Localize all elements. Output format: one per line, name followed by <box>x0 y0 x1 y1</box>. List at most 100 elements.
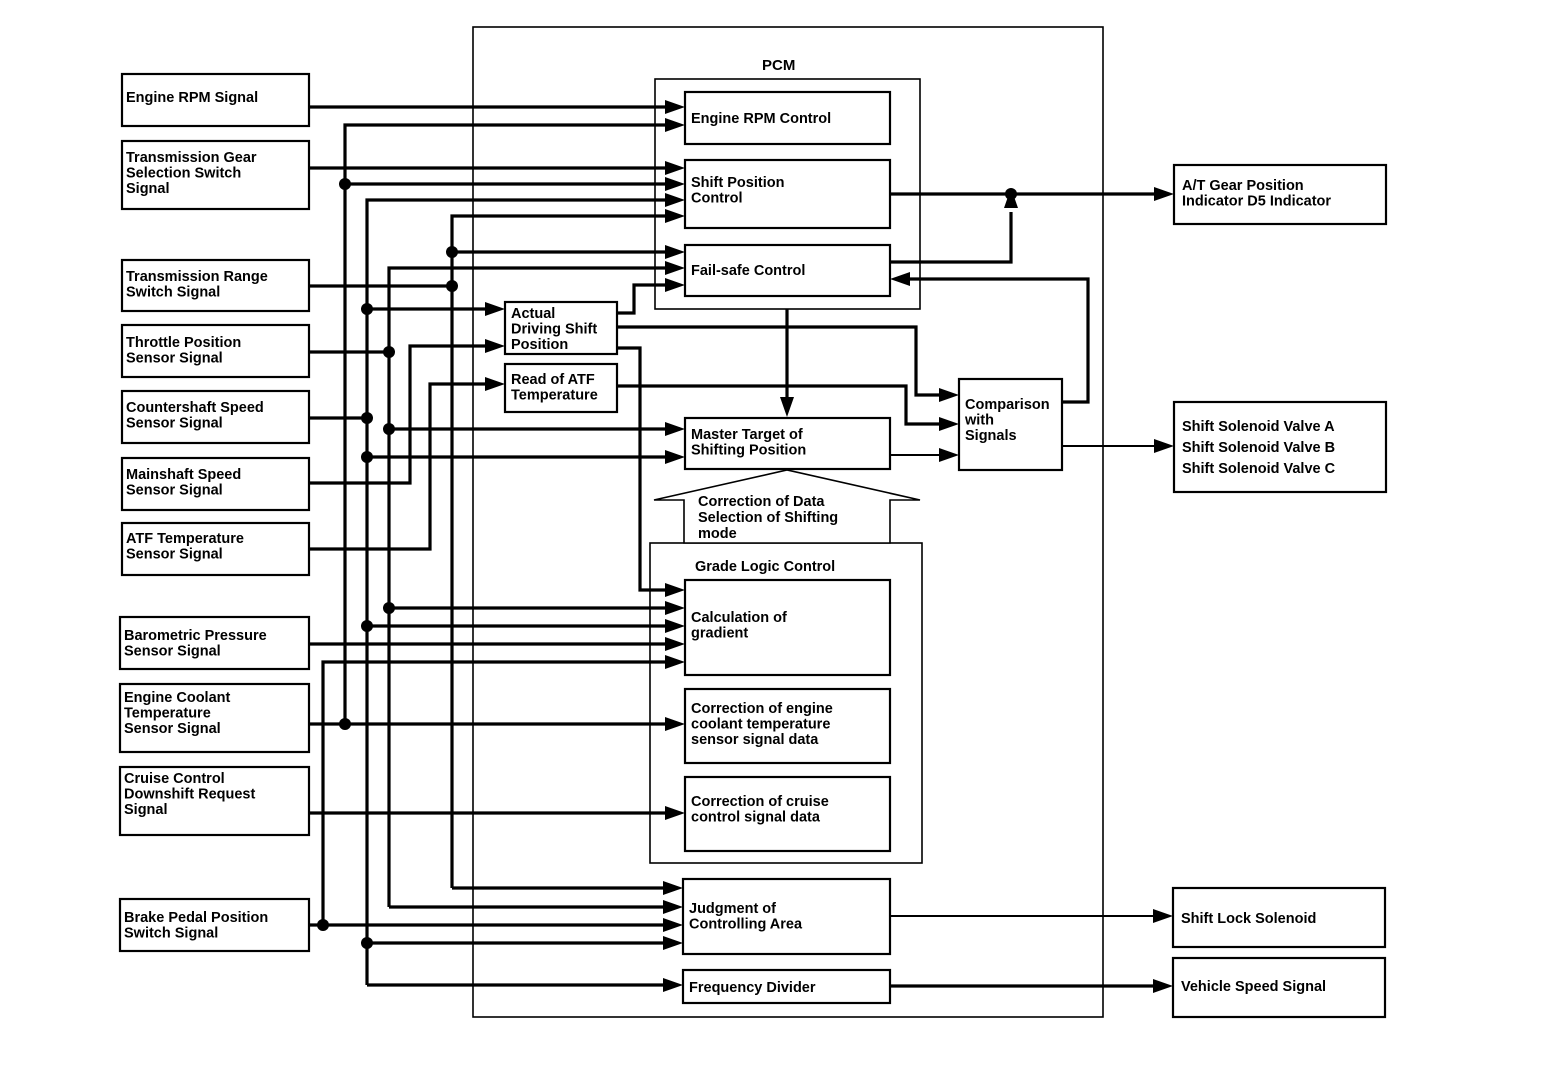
engine-coolant-temp-sensor-label-line: Engine Coolant <box>124 690 231 706</box>
wire-bus-452 <box>450 214 670 888</box>
read-of-atf-temperature-box <box>503 362 619 414</box>
arrowhead <box>665 619 685 633</box>
arrowhead <box>780 397 794 417</box>
atf-temperature-sensor-label-line: ATF Temperature <box>126 531 244 547</box>
shift-solenoid-valves-label-line: Shift Solenoid Valve C <box>1182 461 1336 477</box>
frequency-divider-label: Frequency Divider <box>689 980 816 996</box>
frequency-divider-block: Frequency Divider <box>681 968 892 1005</box>
throttle-position-sensor-box <box>120 323 311 379</box>
arrowhead <box>485 339 505 353</box>
engine-rpm-control-box <box>683 90 892 146</box>
correction-arrow-shape <box>653 469 921 544</box>
shift-lock-solenoid-label-line: Shift Lock Solenoid <box>1181 911 1316 927</box>
fail-safe-control-box <box>683 243 892 298</box>
arrowhead <box>485 302 505 316</box>
arrowhead <box>665 118 685 132</box>
arrowhead <box>665 161 685 175</box>
arrowhead <box>663 918 683 932</box>
correction-cruise-control-box <box>683 775 892 853</box>
arrowhead <box>665 278 685 292</box>
wire-bus-345 <box>343 123 670 725</box>
engine-rpm-control-block: Engine RPM Control <box>683 90 892 146</box>
junction-dot <box>361 451 373 463</box>
trans-gear-selection-switch-label-line: Selection Switch <box>126 166 241 182</box>
master-target-shifting-position-label-line: Shifting Position <box>691 443 806 459</box>
pcm-title: PCM <box>762 57 795 74</box>
arrowhead <box>665 655 685 669</box>
read-of-atf-temperature-label-line: Read of ATF <box>511 372 595 388</box>
shift-position-control-label-line: Control <box>691 191 743 207</box>
arrowhead <box>665 601 685 615</box>
junction-dot <box>383 602 395 614</box>
shift-solenoid-valves-block: Shift Solenoid Valve A Shift Solenoid Val… <box>1172 400 1388 494</box>
arrowhead <box>665 806 685 820</box>
trans-range-switch-label-line: Transmission Range <box>126 269 268 285</box>
atf-temperature-sensor-label-line: Sensor Signal <box>126 547 223 563</box>
shift-solenoid-valves-label-line: Shift Solenoid Valve A <box>1182 419 1335 435</box>
engine-rpm-signal-label: Engine RPM Signal <box>126 90 258 106</box>
junction-dot <box>1005 188 1017 200</box>
wire-failsafe-to-junction <box>890 212 1013 264</box>
arrowhead <box>665 583 685 597</box>
arrowhead <box>1153 909 1173 923</box>
arrowhead <box>665 717 685 731</box>
frequency-divider-box <box>681 968 892 1005</box>
cruise-control-downshift-box <box>118 765 311 837</box>
vehicle-speed-signal-label: Vehicle Speed Signal <box>1181 979 1326 995</box>
correction-arrow-label: Correction of Data Selection of Shifting… <box>698 494 842 542</box>
engine-coolant-temp-sensor-label-line: Sensor Signal <box>124 721 221 737</box>
brake-pedal-position-switch-box <box>118 897 311 953</box>
arrowhead <box>890 272 910 286</box>
engine-rpm-control-label: Engine RPM Control <box>691 111 831 127</box>
junction-dot <box>339 178 351 190</box>
fail-safe-control-label: Fail-safe Control <box>691 263 805 279</box>
arrowhead <box>1154 187 1174 201</box>
arrowhead <box>665 422 685 436</box>
pcm-outer-frame <box>472 26 1104 1018</box>
junction-dot <box>361 303 373 315</box>
fail-safe-control-label-line: Fail-safe Control <box>691 263 805 279</box>
vehicle-speed-signal-box <box>1171 956 1387 1019</box>
wires <box>309 105 1160 988</box>
brake-pedal-position-switch-label-line: Brake Pedal Position <box>124 910 268 926</box>
frequency-divider-label-line: Frequency Divider <box>689 980 816 996</box>
wire-atf-temp <box>309 382 490 551</box>
engine-coolant-temp-sensor-box <box>118 682 311 754</box>
barometric-pressure-sensor-box <box>118 615 311 671</box>
arrowhead <box>665 100 685 114</box>
atf-temperature-sensor-box <box>120 521 311 577</box>
arrowhead <box>665 245 685 259</box>
wire-actual-to-compare <box>617 325 945 397</box>
engine-coolant-temp-sensor-label-line: Temperature <box>124 706 211 722</box>
mainshaft-speed-sensor-label-line: Sensor Signal <box>126 483 223 499</box>
correction-cruise-control-label-line: Correction of cruise <box>691 794 829 810</box>
correction-engine-coolant-label-line: sensor signal data <box>691 732 819 748</box>
arrowhead <box>665 209 685 223</box>
junction-dot <box>361 620 373 632</box>
shift-lock-solenoid-block: Shift Lock Solenoid <box>1171 886 1387 949</box>
wire-compare-to-failsafe <box>905 277 1090 404</box>
correction-engine-coolant-label-line: Correction of engine <box>691 701 833 717</box>
